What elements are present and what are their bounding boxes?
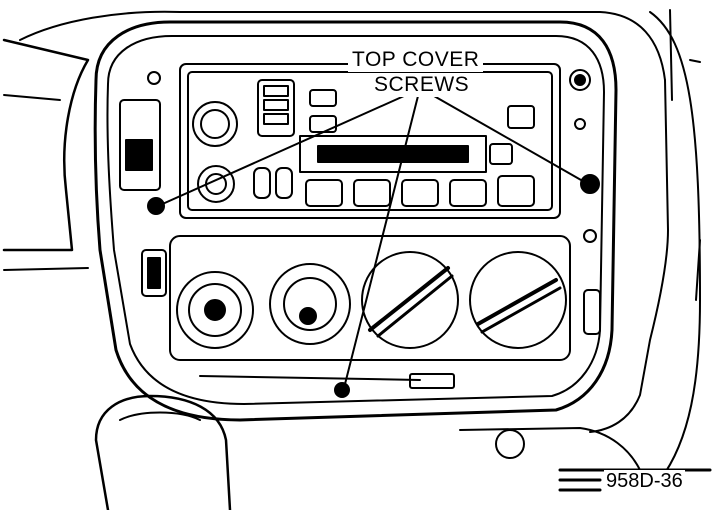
screw-left	[147, 197, 165, 215]
screw-right	[580, 174, 600, 194]
radio-panel	[179, 63, 561, 219]
dash-surround	[2, 9, 701, 481]
screw-right-small	[574, 118, 586, 130]
callout-label-line-1: TOP COVER	[348, 48, 484, 72]
callout-leader-lines	[157, 95, 589, 389]
screw-right-lower	[583, 229, 597, 243]
climate-control-panel	[169, 235, 601, 389]
screw-top-right-inner	[574, 74, 586, 86]
callout-label-line-2: SCREWS	[370, 73, 474, 97]
figure-id: 958D-36	[604, 470, 685, 493]
screws	[147, 69, 600, 398]
screw-top-right	[569, 69, 591, 91]
left-switch-column	[119, 99, 167, 297]
bezel-frame	[93, 20, 618, 422]
screw-bottom	[334, 382, 350, 398]
screw-top-left	[147, 71, 161, 85]
